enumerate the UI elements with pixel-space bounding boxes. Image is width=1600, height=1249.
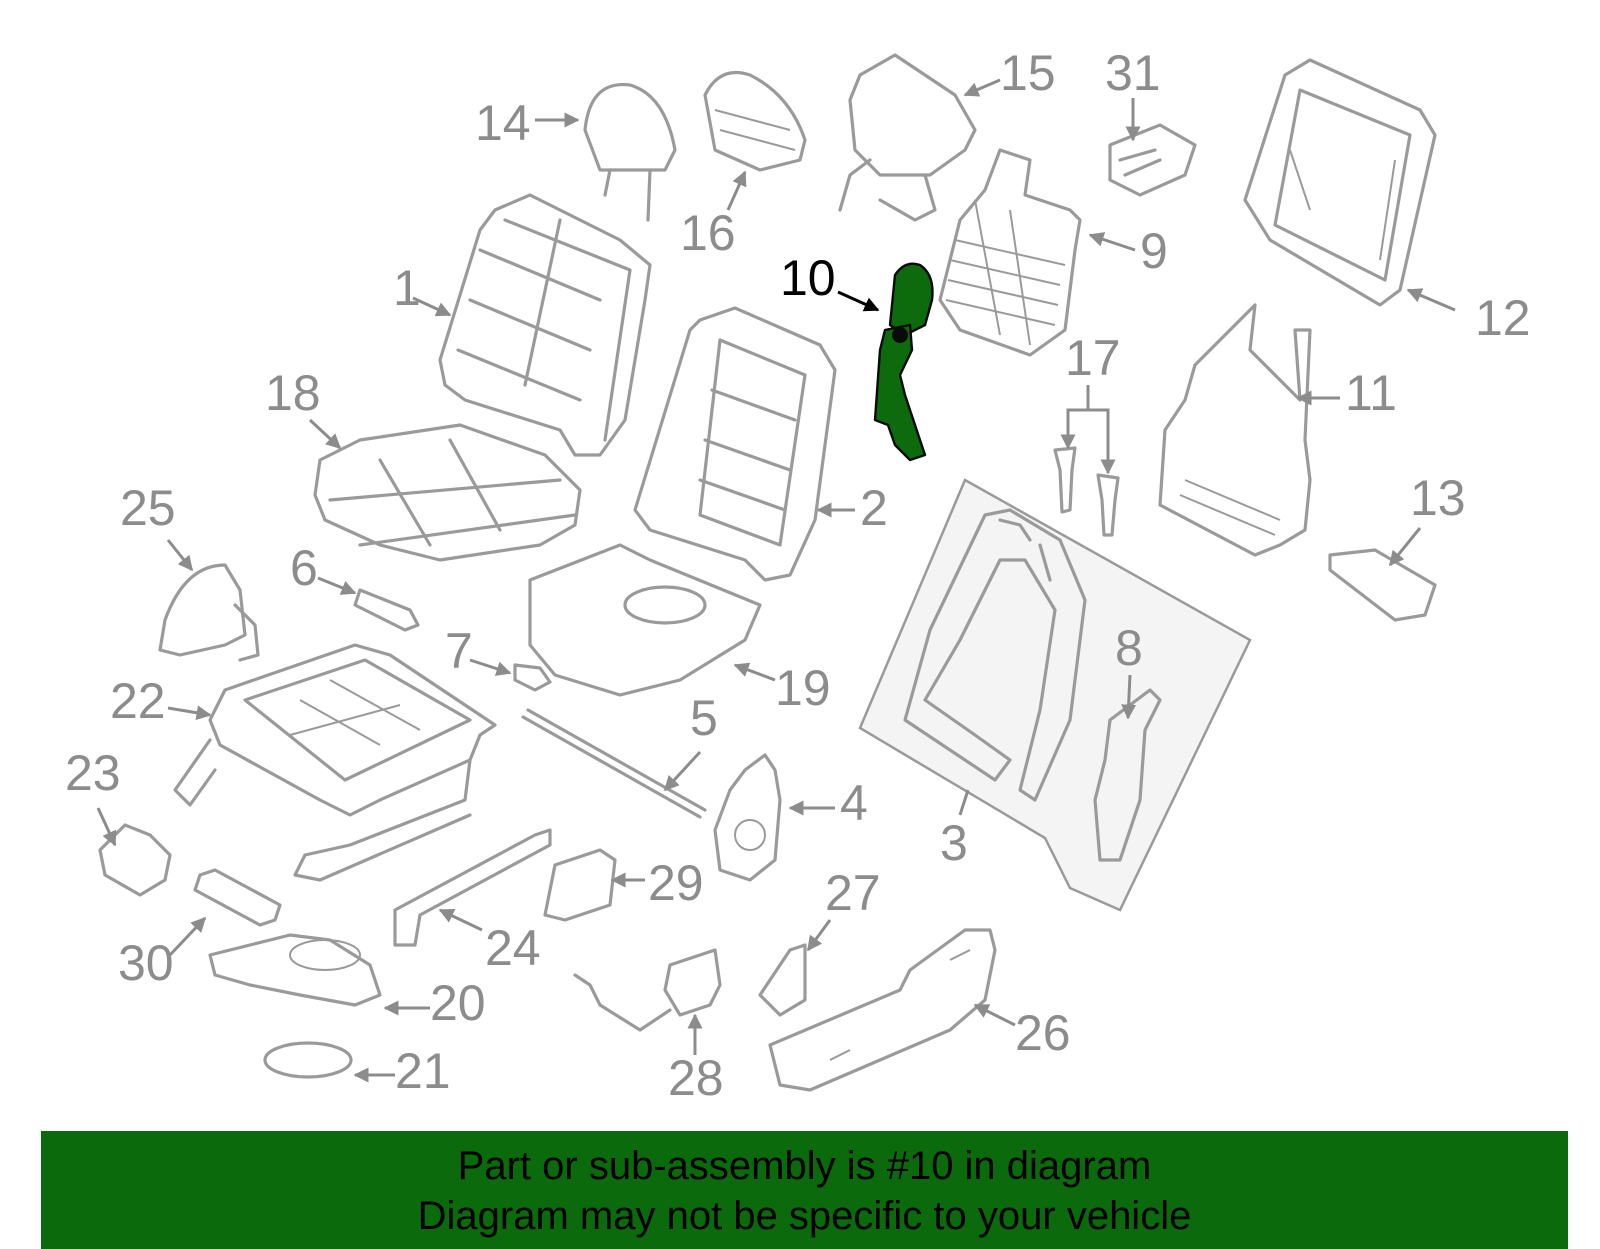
- part-2-seatback-pad: [633, 306, 837, 582]
- callout-27: 27: [825, 865, 881, 921]
- part-4-motor: [713, 753, 782, 882]
- part-22-seat-frame: [173, 643, 497, 882]
- callout-7: 7: [445, 623, 473, 679]
- banner-line-1: Part or sub-assembly is #10 in diagram: [457, 1144, 1152, 1188]
- callout-6: 6: [290, 540, 318, 596]
- part-16-headrest-cover: [703, 70, 807, 172]
- callout-31: 31: [1105, 45, 1161, 101]
- callout-14: 14: [475, 95, 531, 151]
- callout-13: 13: [1410, 470, 1466, 526]
- callout-11: 11: [1345, 365, 1397, 421]
- part-5-rod: [521, 708, 707, 819]
- part-20-track-assembly: [208, 933, 382, 1007]
- callout-28: 28: [668, 1050, 724, 1106]
- part-28-switch: [573, 948, 722, 1032]
- callout-22: 22: [110, 673, 166, 729]
- callout-29: 29: [648, 855, 704, 911]
- part-19-pad: [528, 543, 762, 697]
- callout-15: 15: [1000, 45, 1056, 101]
- callout-25: 25: [120, 480, 176, 536]
- callout-18: 18: [265, 365, 321, 421]
- callout-26: 26: [1015, 1005, 1071, 1061]
- callout-21: 21: [395, 1043, 451, 1099]
- part-26-side-shield: [768, 928, 997, 1092]
- callout-1: 1: [393, 260, 421, 316]
- part-1-seatback-cover: [438, 193, 652, 457]
- callout-labels: 1 2 3 4 5 6 7 8 9 10 11 12 13 14 15 16 1: [65, 45, 1531, 1106]
- callout-19: 19: [775, 660, 831, 716]
- callout-10: 10: [780, 250, 836, 306]
- part-31-connector: [1108, 123, 1197, 197]
- banner-line-2: Diagram may not be specific to your vehi…: [417, 1194, 1192, 1238]
- callout-23: 23: [65, 745, 121, 801]
- part-11-back-shield: [1158, 303, 1312, 557]
- callout-5: 5: [690, 690, 718, 746]
- part-9-suspension-mat: [938, 148, 1082, 357]
- part-15-component: [838, 53, 977, 222]
- callout-8: 8: [1115, 620, 1143, 676]
- part-7-clip: [513, 663, 552, 692]
- part-12-back-panel: [1243, 58, 1437, 307]
- info-banner: Part or sub-assembly is #10 in diagram D…: [41, 1131, 1568, 1249]
- callout-24: 24: [485, 920, 541, 976]
- seat-parts-diagram: 1 2 3 4 5 6 7 8 9 10 11 12 13 14 15 16 1: [65, 45, 1531, 1106]
- callout-17: 17: [1065, 330, 1121, 386]
- part-3-frame-group: [858, 478, 1252, 912]
- part-10-highlighted: [873, 262, 934, 462]
- part-18-cushion-cover: [313, 423, 582, 562]
- part-6-pin: [353, 588, 420, 632]
- callout-30: 30: [118, 935, 174, 991]
- part-24-trim-strip: [393, 828, 552, 947]
- part-29-module: [543, 848, 617, 922]
- callout-2: 2: [860, 480, 888, 536]
- part-25-cover: [158, 563, 260, 662]
- callout-9: 9: [1140, 223, 1168, 279]
- callout-4: 4: [840, 775, 868, 831]
- callout-16: 16: [680, 205, 736, 261]
- part-21-ring: [263, 1041, 353, 1079]
- callout-12: 12: [1475, 290, 1531, 346]
- callout-3: 3: [940, 815, 968, 871]
- callout-20: 20: [430, 975, 486, 1031]
- part-27-cover: [758, 943, 807, 1017]
- part-13-bracket: [1328, 548, 1437, 622]
- part-23-cover: [98, 823, 172, 897]
- part-14-headrest: [583, 82, 677, 222]
- part-30-trim: [193, 868, 282, 927]
